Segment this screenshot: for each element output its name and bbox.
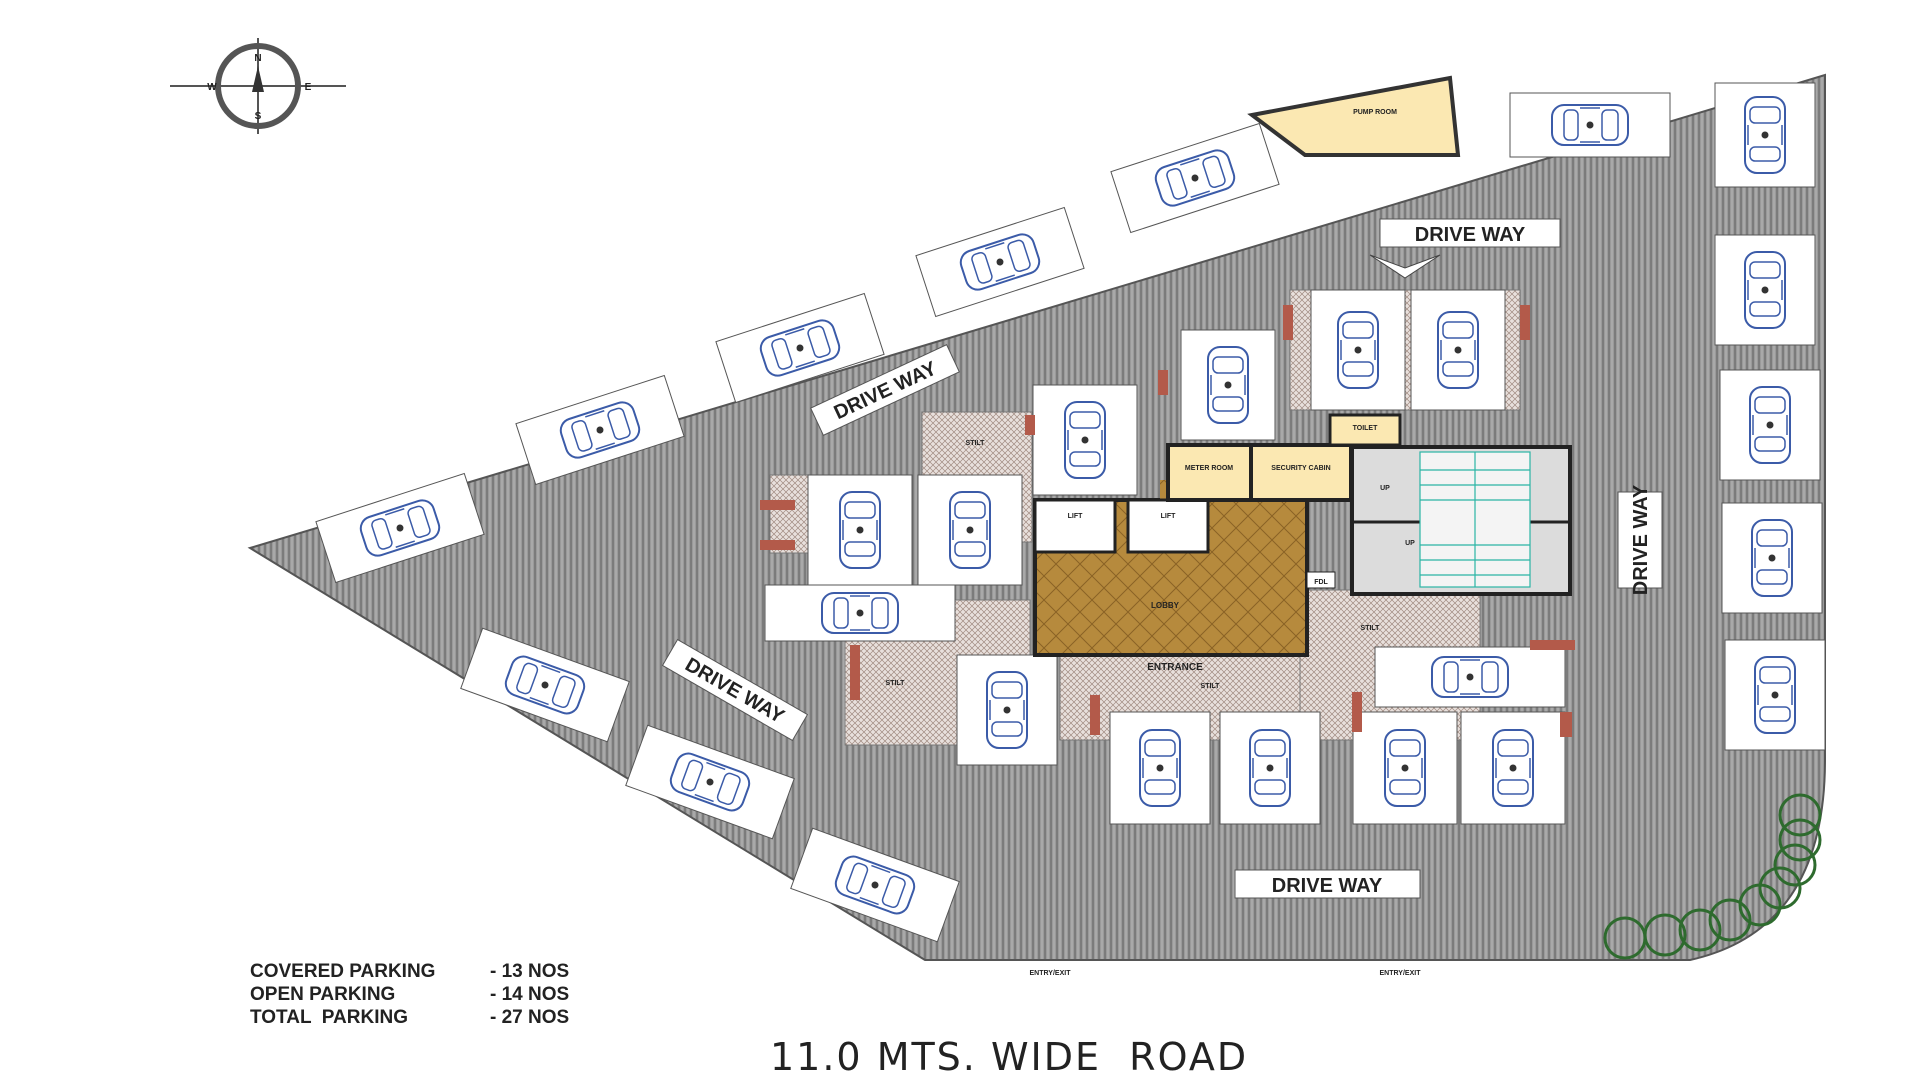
legend-value: - 27 NOS bbox=[490, 1007, 570, 1028]
compass-s: S bbox=[255, 111, 262, 122]
stilt-label: STILT bbox=[1201, 683, 1221, 690]
lift-label: LIFT bbox=[1068, 513, 1083, 520]
pump-room: PUMP ROOM bbox=[1247, 75, 1461, 157]
brick-columns bbox=[760, 305, 1575, 737]
fdl-label: FDL bbox=[1314, 579, 1328, 586]
compass-icon: N S E W bbox=[170, 38, 346, 134]
legend-row: TOTAL PARKING - 27 NOS bbox=[250, 1006, 569, 1029]
legend-label: OPEN PARKING bbox=[250, 984, 396, 1005]
compass-w: W bbox=[207, 82, 217, 93]
drive-way-label: DRIVE WAY bbox=[1617, 484, 1663, 595]
compass-e: E bbox=[305, 82, 312, 93]
building-core: LIFT LIFT LOBBY METER ROOM SECURITY CABI… bbox=[1033, 413, 1402, 673]
stilt-label: STILT bbox=[1361, 625, 1381, 632]
up-label: UP bbox=[1405, 540, 1415, 547]
parking-summary: COVERED PARKING - 13 NOS OPEN PARKING - … bbox=[250, 960, 569, 1029]
meter-room-label: METER ROOM bbox=[1185, 465, 1233, 472]
entrance-label: ENTRANCE bbox=[1147, 662, 1203, 673]
open-parking-right bbox=[1509, 82, 1826, 751]
security-cabin-label: SECURITY CABIN bbox=[1271, 465, 1330, 472]
svg-text:DRIVE WAY: DRIVE WAY bbox=[1630, 484, 1652, 595]
svg-text:DRIVE WAY: DRIVE WAY bbox=[1272, 875, 1383, 897]
entry-exit-label: ENTRY/EXIT bbox=[1380, 970, 1422, 977]
covered-parking bbox=[764, 289, 1566, 825]
lift-label: LIFT bbox=[1161, 513, 1176, 520]
drive-way-label: DRIVE WAY bbox=[1379, 218, 1561, 248]
stilt-label: STILT bbox=[886, 680, 906, 687]
tree-icon bbox=[1603, 793, 1822, 960]
open-parking-diagonal bbox=[315, 122, 1280, 943]
legend-row: OPEN PARKING - 14 NOS bbox=[250, 983, 569, 1006]
legend-value: - 13 NOS bbox=[490, 961, 570, 982]
road-label: 11.0 MTS. WIDE ROAD bbox=[770, 1035, 1249, 1079]
drive-way-label: DRIVE WAY bbox=[1234, 869, 1421, 899]
lobby-label: LOBBY bbox=[1151, 601, 1180, 610]
compass-n: N bbox=[254, 53, 261, 64]
legend-value: - 14 NOS bbox=[490, 984, 570, 1005]
staircase: UP UP bbox=[1350, 445, 1572, 596]
legend-label: TOTAL PARKING bbox=[250, 1007, 408, 1028]
legend-label: COVERED PARKING bbox=[250, 961, 436, 982]
svg-text:DRIVE WAY: DRIVE WAY bbox=[1415, 224, 1526, 246]
legend-row: COVERED PARKING - 13 NOS bbox=[250, 960, 569, 983]
pump-room-label: PUMP ROOM bbox=[1353, 109, 1397, 116]
arrow-icon bbox=[1369, 254, 1441, 279]
stilt-label: STILT bbox=[966, 440, 986, 447]
entry-exit-label: ENTRY/EXIT bbox=[1030, 970, 1072, 977]
up-label: UP bbox=[1380, 485, 1390, 492]
toilet-label: TOILET bbox=[1353, 425, 1378, 432]
